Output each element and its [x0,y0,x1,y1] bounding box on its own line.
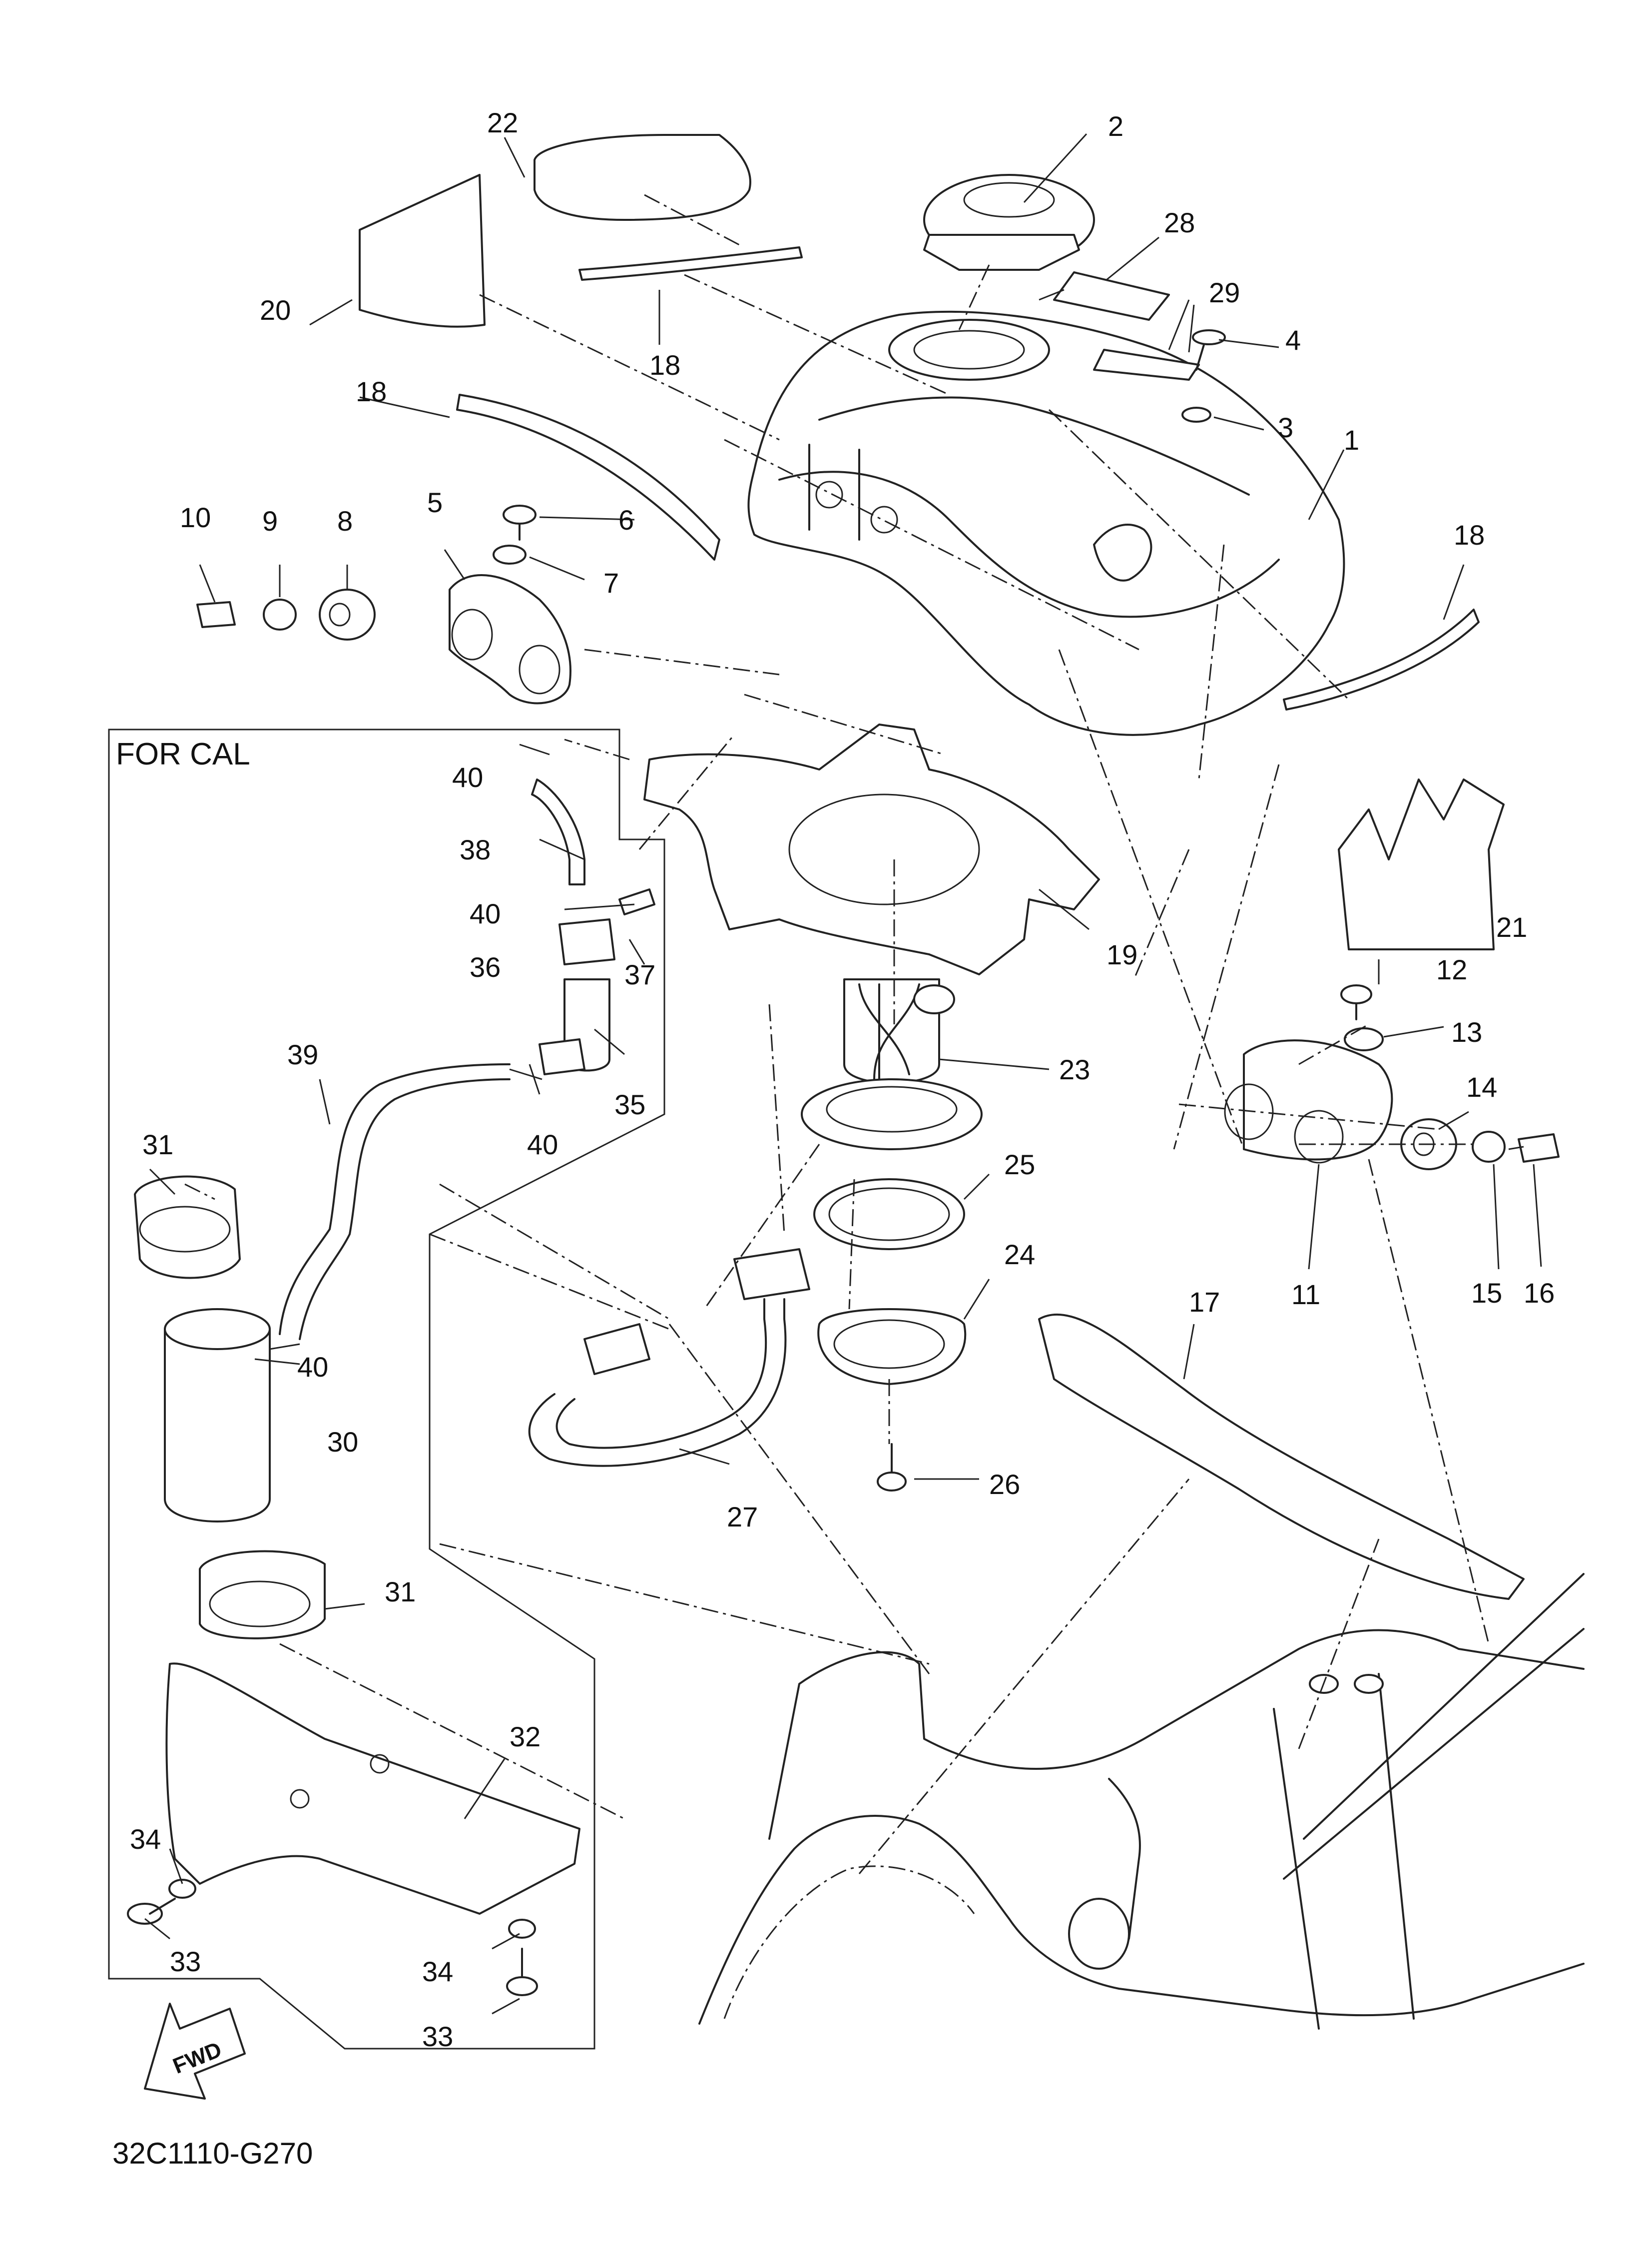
callout-35: 35 [614,1089,645,1120]
damper-18-top [578,246,803,281]
callout-36: 36 [470,951,501,983]
callout-19: 19 [1106,939,1137,970]
callout-7: 7 [603,567,619,599]
clip-37 [618,888,655,915]
bolt-12 [1340,984,1372,1020]
callout-23: 23 [1059,1054,1090,1085]
clamp-31-upper [134,1175,241,1279]
callout-3: 3 [1278,412,1293,443]
callout-25: 25 [1004,1149,1035,1180]
clamp-31-lower [199,1550,326,1639]
callout-31a: 31 [142,1129,173,1160]
collar-34-left [168,1879,196,1899]
callout-17: 17 [1189,1286,1220,1318]
assembly-lines [184,194,1524,1874]
callout-33b: 33 [422,2021,453,2052]
for-cal-inset-border [108,729,665,2050]
leader-lines [144,133,1542,2015]
collar-9 [263,599,297,631]
grommet-8 [319,589,376,641]
cover-21 [1338,778,1505,950]
bolt-4 [1192,329,1226,371]
callout-6: 6 [618,504,634,536]
cover-17 [1038,1313,1525,1600]
hose-38 [531,778,585,885]
callout-8: 8 [337,505,353,537]
callout-29: 29 [1209,277,1240,308]
callout-40a: 40 [452,761,483,793]
callout-40c: 40 [527,1129,558,1160]
joint-35 [539,978,610,1075]
callout-14: 14 [1466,1071,1497,1103]
callout-39: 39 [287,1039,318,1070]
callout-40d: 40 [297,1351,328,1383]
damper-18-left [456,394,720,561]
callout-34a: 34 [130,1823,161,1855]
callout-24: 24 [1004,1239,1035,1270]
callout-13: 13 [1451,1016,1482,1048]
bolt-6 [503,505,537,541]
callout-33a: 33 [170,1946,201,1977]
for-cal-label: FOR CAL [116,737,250,771]
callout-38: 38 [460,834,491,865]
bolt-33-left [127,1898,176,1925]
fuel-pump-23 [801,978,983,1150]
callout-37: 37 [624,959,655,990]
bolt-33-right [506,1948,538,1996]
callout-32: 32 [510,1721,541,1752]
bolt-16 [1518,1133,1560,1163]
callout-18b: 18 [356,376,387,407]
callout-11: 11 [1291,1279,1320,1310]
label-29 [1093,349,1200,381]
callout-18a: 18 [649,349,680,381]
callout-31b: 31 [385,1576,416,1607]
callout-40b: 40 [470,898,501,929]
fuel-tank [747,310,1345,736]
bracket-11 [1224,1039,1393,1164]
collar-13 [1344,1027,1384,1051]
callout-21: 21 [1496,911,1527,943]
callout-4: 4 [1285,324,1301,356]
fwd-arrow: FWD [144,2003,246,2100]
bracket-32 [165,1662,580,1915]
frame [698,1573,1585,2030]
collar-15 [1472,1131,1506,1163]
callout-26: 26 [989,1469,1020,1500]
damper-18-right [1283,609,1480,711]
callout-30: 30 [327,1426,358,1458]
callout-9: 9 [262,505,278,537]
gasket-25 [813,1178,965,1250]
callout-10: 10 [180,502,211,533]
bolt-26 [877,1443,907,1492]
joint-36 [558,918,615,965]
callout-16: 16 [1524,1277,1555,1309]
bolt-10 [196,601,236,628]
callout-27: 27 [727,1501,758,1532]
collar-3 [1181,407,1211,423]
fuel-hose-27 [528,1248,810,1467]
callout-18c: 18 [1454,519,1485,551]
hose-39 [279,1063,511,1335]
callout-20: 20 [260,294,291,326]
callout-34b: 34 [422,1956,453,1987]
bracket-5 [449,574,571,705]
collar-34-right [508,1919,536,1939]
plate-24 [817,1308,967,1385]
callout-12: 12 [1436,954,1467,985]
callout-28: 28 [1164,207,1195,238]
callout-1: 1 [1344,424,1359,456]
label-28 [1053,271,1170,321]
callout-15: 15 [1471,1277,1502,1309]
callout-5: 5 [427,487,443,518]
callout-22: 22 [487,107,518,138]
callout-2: 2 [1108,110,1123,142]
diagram-code: 32C1110-G270 [112,2137,313,2170]
tank-pad-19 [643,724,1100,975]
canister-30 [164,1308,271,1522]
fuel-cap [923,174,1095,271]
cover-22 [534,134,751,221]
cover-20 [359,174,486,328]
collar-7 [493,545,527,565]
